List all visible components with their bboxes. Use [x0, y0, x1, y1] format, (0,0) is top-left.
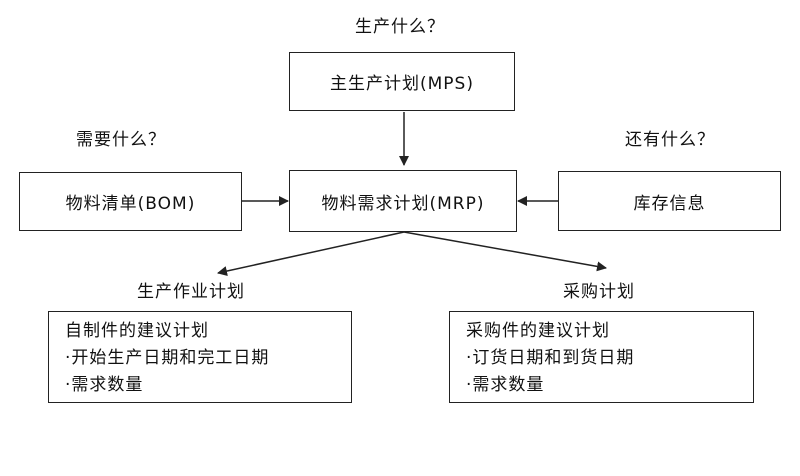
- bom-box: 物料清单(BOM): [19, 172, 242, 231]
- mrp-box: 物料需求计划(MRP): [289, 170, 517, 232]
- production-plan-heading: 生产作业计划: [137, 282, 245, 302]
- arrow-mrp-to-production: [217, 231, 405, 276]
- production-plan-box: 自制件的建议计划 ·开始生产日期和完工日期 ·需求数量: [48, 311, 352, 403]
- question-what-is-needed: 需要什么？: [76, 130, 166, 150]
- purchasing-line-3: ·需求数量: [466, 375, 545, 395]
- production-line-1: 自制件的建议计划: [65, 321, 209, 341]
- question-what-to-produce: 生产什么？: [355, 17, 445, 37]
- arrow-mrp-to-purchasing: [403, 231, 607, 272]
- bom-label: 物料清单(BOM): [65, 194, 196, 214]
- mps-label: 主生产计划(MPS): [330, 74, 474, 94]
- purchasing-line-2: ·订货日期和到货日期: [466, 348, 635, 368]
- purchasing-plan-box: 采购件的建议计划 ·订货日期和到货日期 ·需求数量: [449, 311, 754, 403]
- purchasing-line-1: 采购件的建议计划: [466, 321, 610, 341]
- mrp-label: 物料需求计划(MRP): [321, 193, 485, 214]
- inventory-box: 库存信息: [558, 171, 781, 231]
- purchasing-plan-heading: 采购计划: [563, 282, 635, 302]
- production-line-2: ·开始生产日期和完工日期: [65, 348, 270, 368]
- mps-box: 主生产计划(MPS): [289, 52, 515, 111]
- production-line-3: ·需求数量: [65, 375, 144, 395]
- question-what-else-exists: 还有什么？: [625, 130, 715, 150]
- inventory-label: 库存信息: [633, 193, 706, 214]
